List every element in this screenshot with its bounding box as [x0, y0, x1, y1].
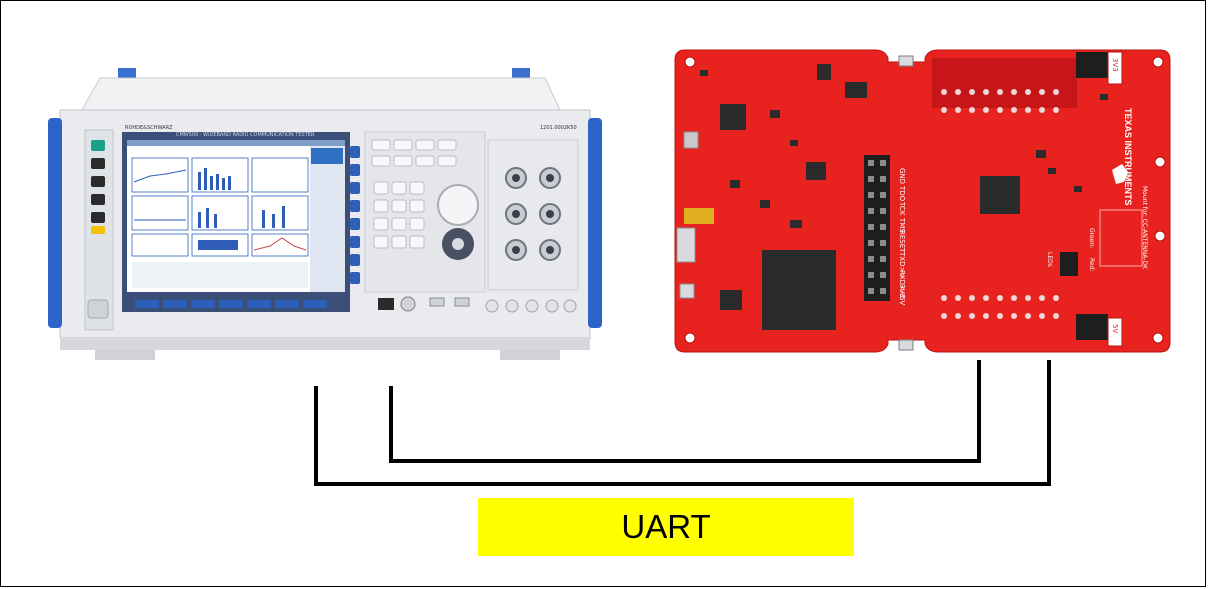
led-red-label: Red:	[1088, 258, 1095, 271]
leds-label: LEDs	[1046, 252, 1053, 267]
button-btn1	[898, 339, 914, 351]
pin-label-rxd: RXD<<	[898, 270, 906, 297]
pin-label-reset: RESET	[898, 230, 906, 253]
uart-cables	[314, 360, 1051, 486]
uart-label: UART	[621, 508, 711, 545]
wireless-mcu	[980, 176, 1020, 214]
pin-label-tdo: TDO	[898, 185, 906, 202]
ti-brand: TEXAS INSTRUMENTS	[1123, 108, 1133, 206]
test-instrument: CMW500 · WIDEBAND RADIO COMMUNICATION TE…	[48, 68, 602, 360]
led-green-label: Green:	[1088, 228, 1095, 248]
pin-label-3v3: 3V3	[898, 284, 906, 298]
uart-label-background	[478, 498, 854, 556]
debugger-mcu	[762, 250, 836, 330]
antenna-mount-label: Mount for: CC-ANTENNA-DK	[1141, 186, 1148, 270]
pin-label-txd: TXD>>	[898, 251, 906, 278]
instrument-model: CMW500 · WIDEBAND RADIO COMMUNICATION TE…	[176, 132, 315, 138]
ti-logo	[1112, 164, 1128, 184]
pin-label-tck: TCK	[898, 201, 906, 216]
uart-cable-outer	[314, 360, 1051, 486]
button-btn2	[898, 55, 914, 67]
jumper-header	[864, 155, 890, 301]
pin-label-gnd: GND	[898, 168, 906, 184]
rotary-knob	[437, 184, 479, 226]
rail-label-3v3: 3V3	[1111, 58, 1119, 72]
instrument-brand: ROHDE&SCHWARZ	[125, 125, 173, 131]
uart-cable-inner	[389, 360, 981, 463]
rail-label-5v: 5V	[1111, 324, 1119, 333]
instrument-serial: 1201.0002K50	[540, 125, 577, 131]
launchpad-board: GND TDO TCK TMS RESET TXD>> RXD<< 3V3 5V	[674, 49, 1171, 353]
pin-label-tms: TMS	[898, 217, 906, 233]
pin-label-5v: 5V	[898, 296, 906, 305]
